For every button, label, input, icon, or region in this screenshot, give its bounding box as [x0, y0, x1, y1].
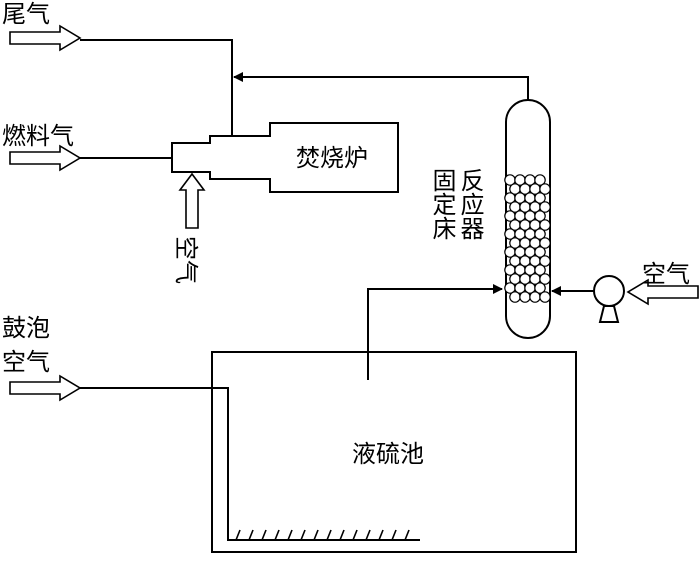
catalyst-sphere: [534, 264, 546, 276]
bubbler-nozzle: [261, 529, 267, 541]
bubbler-nozzle: [326, 529, 332, 541]
bubbling-air-pipe: [80, 387, 420, 541]
bubbler-nozzle: [248, 529, 254, 541]
bubbling-air-label-1: 鼓泡: [2, 314, 50, 342]
incinerator-air-label: 空气: [172, 236, 200, 284]
reactor-label-col1: 反应器: [456, 168, 484, 240]
bubbler-nozzles: [235, 529, 410, 541]
sulfur-pool-label: 液硫池: [352, 440, 424, 468]
tail-gas-label: 尾气: [2, 0, 50, 28]
bubbling-air-label-2: 空气: [2, 348, 50, 376]
catalyst-sphere: [539, 237, 551, 249]
pump-air-inlet-arrow: [626, 278, 699, 306]
bubbler-nozzle: [339, 529, 345, 541]
bubbler-nozzle: [378, 529, 384, 541]
reactor-outlet-line: [233, 72, 529, 100]
incinerator: [171, 122, 399, 193]
catalyst-sphere: [529, 291, 541, 303]
bubbler-nozzle: [235, 529, 241, 541]
catalyst-sphere: [534, 192, 546, 204]
bubbler-nozzle: [287, 529, 293, 541]
tail-gas-line: [80, 39, 233, 138]
pump-air-label: 空气: [642, 260, 690, 288]
fixed-bed-reactor: [504, 99, 551, 339]
bubbler-nozzle: [391, 529, 397, 541]
pool-to-reactor-line: [367, 284, 503, 380]
catalyst-sphere: [539, 183, 551, 195]
fuel-gas-inlet-arrow: [9, 144, 82, 172]
catalyst-sphere: [539, 219, 551, 231]
catalyst-sphere: [534, 228, 546, 240]
catalyst-sphere: [539, 273, 551, 285]
catalyst-sphere: [519, 291, 531, 303]
liquid-sulfur-pool: [211, 351, 577, 553]
catalyst-sphere: [509, 291, 521, 303]
catalyst-sphere: [534, 282, 546, 294]
blower-pump: [593, 275, 625, 323]
reactor-label-col2: 固定床: [428, 168, 456, 240]
fuel-gas-label: 燃料气: [2, 122, 74, 150]
incinerator-label: 焚烧炉: [296, 144, 368, 172]
bubbler-nozzle: [313, 529, 319, 541]
catalyst-sphere: [534, 246, 546, 258]
bubbler-nozzle: [352, 529, 358, 541]
catalyst-sphere: [539, 291, 551, 303]
catalyst-sphere: [534, 210, 546, 222]
bubbling-air-inlet-arrow: [9, 374, 82, 402]
reactor-label: 反应器 固定床: [428, 168, 484, 240]
bubbler-nozzle: [274, 529, 280, 541]
tail-gas-inlet-arrow: [9, 24, 82, 52]
incinerator-air-arrow: [178, 172, 206, 229]
catalyst-sphere: [539, 201, 551, 213]
bubbler-nozzle: [365, 529, 371, 541]
bubbler-nozzle: [404, 529, 410, 541]
bubbler-nozzle: [300, 529, 306, 541]
catalyst-packing: [504, 174, 551, 303]
catalyst-sphere: [534, 174, 546, 186]
catalyst-sphere: [539, 255, 551, 267]
